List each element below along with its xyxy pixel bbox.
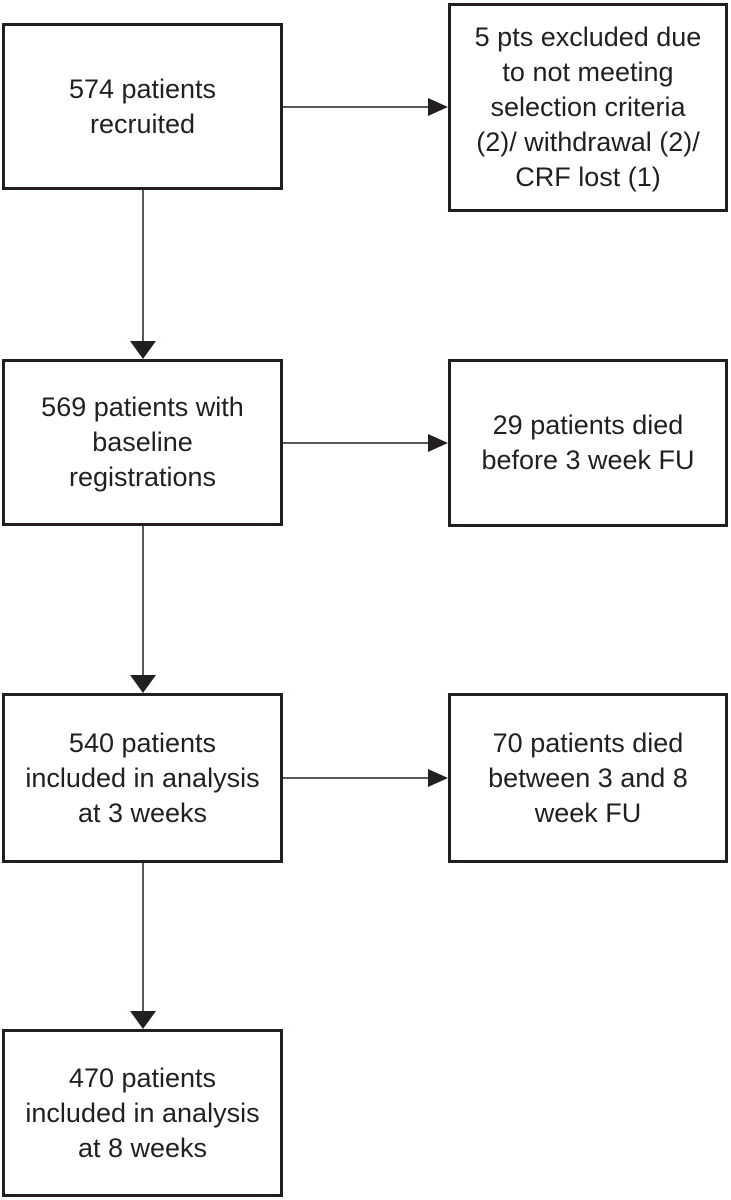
arrow-right-icon [428, 434, 448, 452]
box-died-before-3-week-fu: 29 patients died before 3 week FU [448, 359, 728, 527]
box-baseline-registrations: 569 patients with baseline registrations [2, 359, 283, 526]
box-died-3-to-8-week-fu-text: 70 patients died between 3 and 8 week FU [488, 727, 688, 828]
box-analysis-3-weeks-text: 540 patients included in analysis at 3 w… [25, 727, 260, 828]
box-excluded: 5 pts excluded due to not meeting select… [448, 3, 728, 212]
connector-recruited-to-excluded [283, 106, 429, 108]
box-died-before-3-week-fu-text: 29 patients died before 3 week FU [481, 410, 695, 475]
connector-analysis3-to-analysis8 [142, 863, 144, 1013]
connector-analysis3-to-died38 [283, 777, 429, 779]
box-died-3-to-8-week-fu: 70 patients died between 3 and 8 week FU [448, 693, 728, 863]
arrow-right-icon [428, 98, 448, 116]
box-recruited-text: 574 patients recruited [68, 73, 217, 139]
connector-baseline-to-analysis3 [142, 526, 144, 677]
box-analysis-8-weeks: 470 patients included in analysis at 8 w… [2, 1029, 283, 1197]
box-analysis-3-weeks: 540 patients included in analysis at 3 w… [2, 693, 283, 863]
arrow-right-icon [428, 769, 448, 787]
box-excluded-text: 5 pts excluded due to not meeting select… [474, 22, 702, 192]
arrow-down-icon [130, 341, 156, 359]
arrow-down-icon [130, 675, 156, 693]
connector-recruited-to-baseline [142, 190, 144, 343]
box-baseline-registrations-text: 569 patients with baseline registrations [41, 392, 244, 492]
box-analysis-8-weeks-text: 470 patients included in analysis at 8 w… [25, 1062, 260, 1163]
arrow-down-icon [130, 1011, 156, 1029]
box-recruited: 574 patients recruited [2, 23, 283, 190]
connector-baseline-to-died3 [283, 442, 429, 444]
